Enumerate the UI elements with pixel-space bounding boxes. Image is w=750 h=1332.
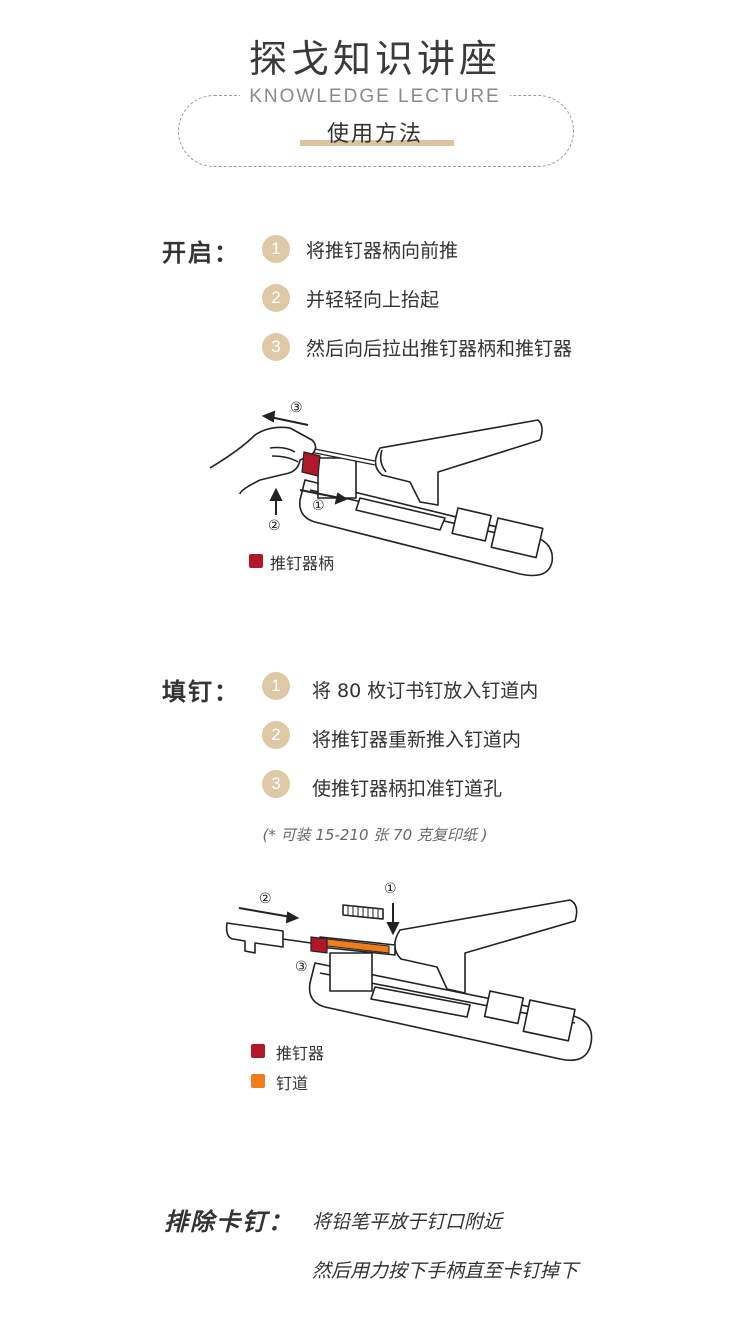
legend-swatch-channel [251,1074,265,1088]
page-subtitle: KNOWLEDGE LECTURE [249,86,501,107]
legend-label-pusher: 推钉器 [276,1044,325,1063]
open-section-label: 开启： [162,239,240,267]
frame-gap [240,90,510,102]
step-number: 1 [262,235,290,263]
legend-swatch-push-handle [249,554,263,568]
open-step-1: 将推钉器柄向前推 [306,240,459,262]
step-number: 3 [262,333,290,361]
stapler-open-illustration: ③ ② ① [209,400,554,577]
stapler-fill-illustration: ② ① ③ [225,881,593,1062]
open-step-3: 然后向后拉出推钉器柄和推钉器 [306,338,573,360]
step-number: 1 [262,672,290,700]
diagram-mark: ② [259,891,272,907]
usage-heading: 使用方法 [326,122,423,147]
step-number: 2 [262,721,290,749]
fill-section-label: 填钉： [162,678,240,706]
legend-swatch-pusher [251,1044,265,1058]
jam-step-1: 将铅笔平放于钉口附近 [312,1211,503,1233]
fill-step-2: 将推钉器重新推入钉道内 [312,729,522,751]
usage-underline [300,140,454,146]
diagram-mark: ③ [295,959,308,975]
jam-step-2: 然后用力按下手柄直至卡钉掉下 [312,1260,579,1282]
fill-step-3: 使推钉器柄扣准钉道孔 [312,778,503,800]
step-number: 3 [262,770,290,798]
diagram-mark: ③ [290,400,303,416]
step-number: 2 [262,284,290,312]
open-step-2: 并轻轻向上抬起 [306,289,440,311]
jam-section-label: 排除卡钉： [164,1208,294,1236]
page-title: 探戈知识讲座 [248,37,501,81]
legend-label-channel: 钉道 [276,1074,309,1093]
diagram-mark: ① [312,498,325,514]
diagram-mark: ② [268,518,281,534]
diagram-mark: ① [384,881,397,897]
fill-step-1: 将 80 枚订书钉放入钉道内 [312,680,539,702]
capacity-note: (* 可装 15-210 张 70 克复印纸 ) [262,826,488,844]
legend-label-push-handle: 推钉器柄 [270,554,335,573]
